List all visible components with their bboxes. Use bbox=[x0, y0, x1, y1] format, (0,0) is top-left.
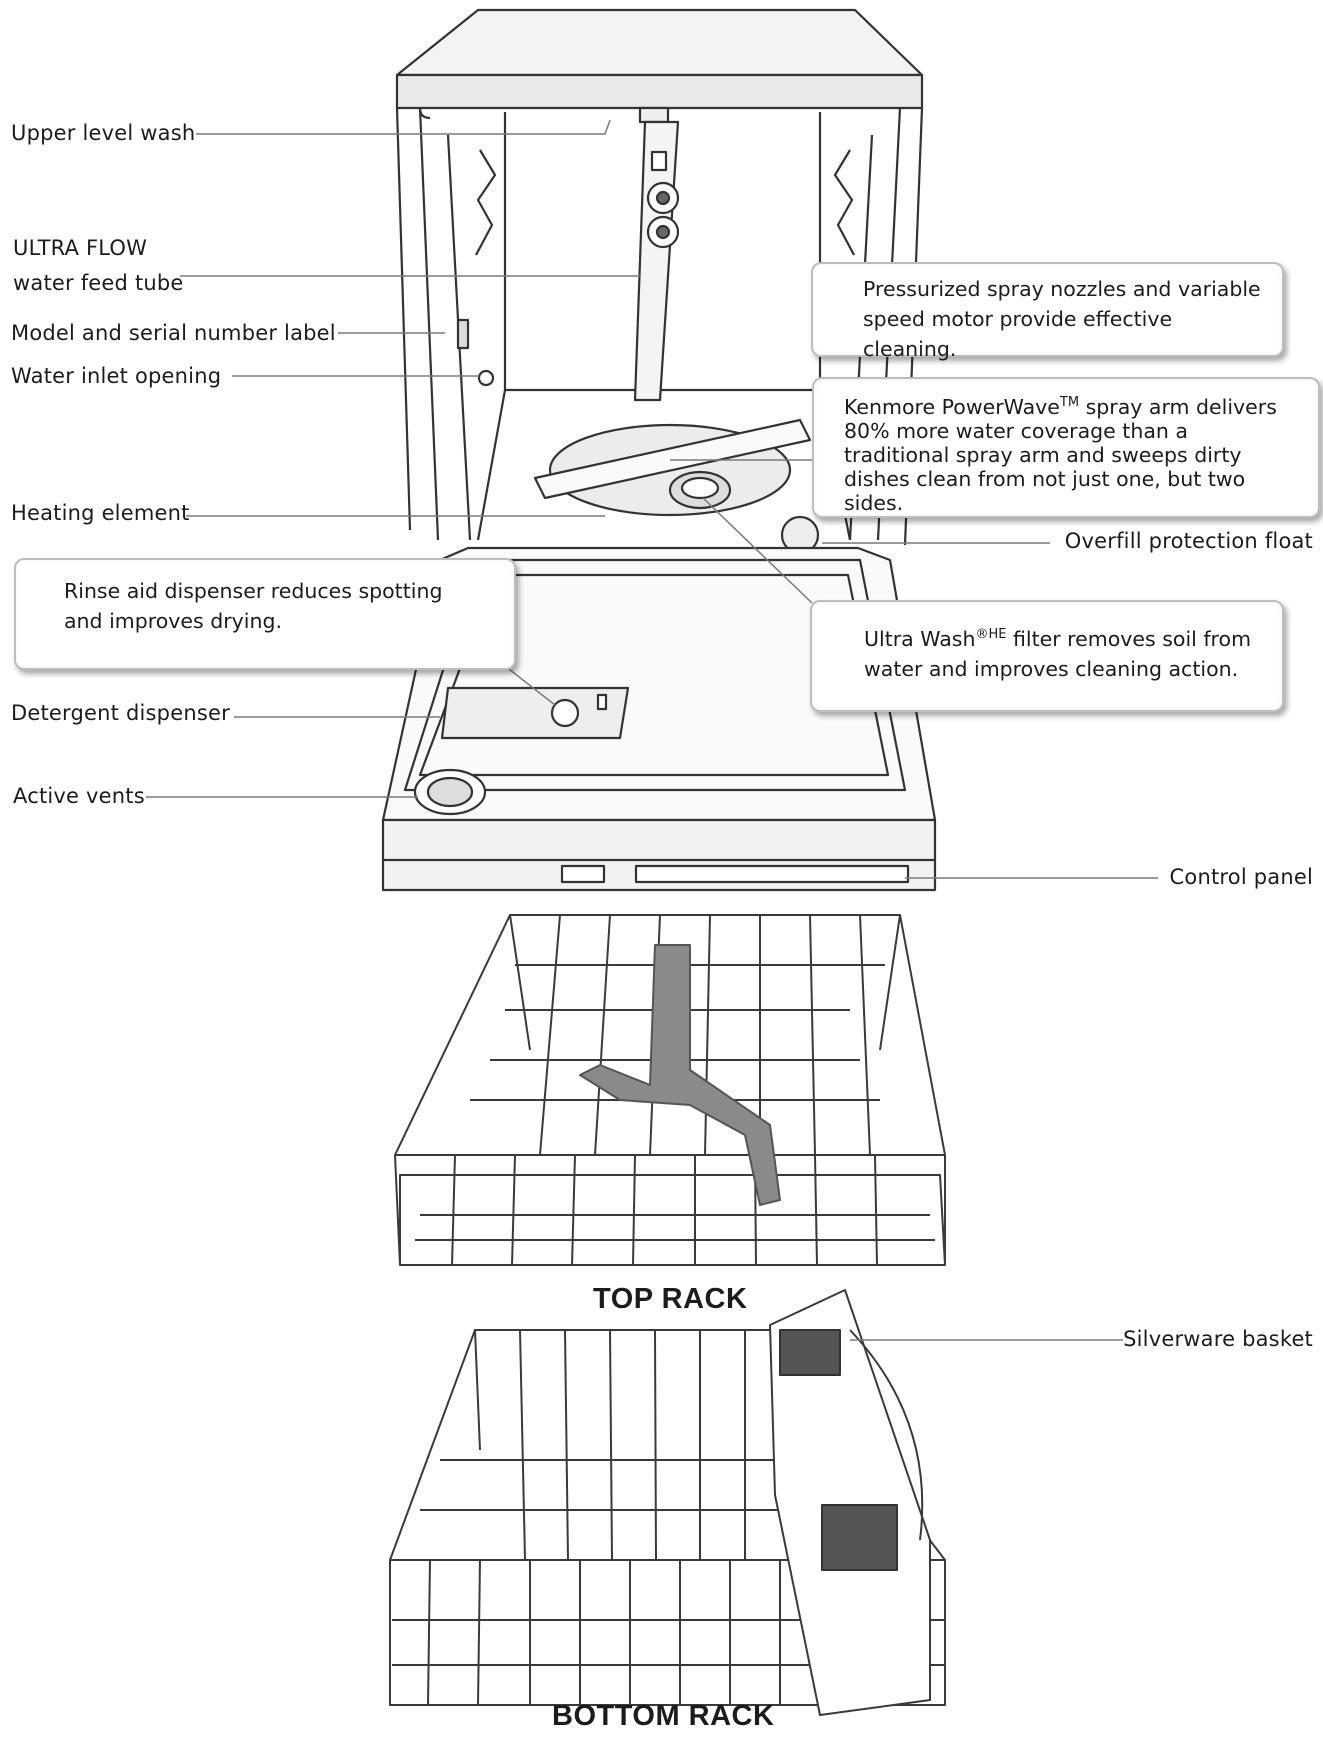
bottom-rack-title: BOTTOM RACK bbox=[552, 1700, 775, 1732]
spray-arm-assembly bbox=[533, 418, 820, 555]
callout-rinse-aid: Rinse aid dispenser reduces spotting and… bbox=[14, 558, 516, 670]
callout-filter-line1: Ultra Wash®HE filter removes soil from bbox=[830, 620, 1264, 654]
bottom-rack bbox=[389, 1289, 946, 1716]
callout-powerwave-line2: 80% more water coverage than a bbox=[844, 418, 1188, 443]
label-silverware-basket: Silverware basket bbox=[1123, 1327, 1313, 1351]
label-control-panel: Control panel bbox=[1169, 865, 1313, 889]
label-upper-level-wash: Upper level wash bbox=[11, 121, 196, 145]
callout-powerwave-line1: Kenmore PowerWaveTM spray arm delivers bbox=[834, 391, 1298, 419]
powerwave-name: Kenmore PowerWave bbox=[844, 394, 1060, 419]
label-model-serial: Model and serial number label bbox=[11, 321, 336, 345]
powerwave-line1-rest: spray arm delivers bbox=[1079, 394, 1277, 419]
label-ultra-flow: ULTRA FLOW bbox=[13, 236, 148, 260]
label-overfill-float: Overfill protection float bbox=[1064, 529, 1313, 553]
top-rack bbox=[394, 914, 946, 1266]
label-water-feed-tube: water feed tube bbox=[13, 271, 184, 295]
ultra-flow-feed-tube bbox=[633, 106, 680, 402]
trademark-mark: TM bbox=[1059, 395, 1080, 410]
callout-rinse-aid-line1: Rinse aid dispenser reduces spotting bbox=[64, 579, 443, 603]
label-active-vents: Active vents bbox=[13, 784, 145, 808]
door bbox=[381, 546, 937, 892]
callout-spray-nozzles-line2: speed motor provide effective cleaning. bbox=[863, 307, 1173, 361]
callout-filter-line2: water and improves cleaning action. bbox=[864, 656, 1239, 681]
callout-spray-nozzles: Pressurized spray nozzles and variable s… bbox=[811, 262, 1284, 361]
registered-mark: ®HE bbox=[975, 627, 1007, 642]
callout-powerwave-line4: dishes clean from not just one, but two … bbox=[844, 466, 1246, 515]
callout-spray-nozzles-line1: Pressurized spray nozzles and variable bbox=[863, 277, 1261, 301]
label-water-inlet: Water inlet opening bbox=[11, 364, 222, 388]
label-heating-element: Heating element bbox=[11, 501, 190, 525]
filter-line1-rest: filter removes soil from bbox=[1006, 626, 1252, 651]
callout-powerwave-line3: traditional spray arm and sweeps dirty bbox=[844, 442, 1242, 467]
callout-filter: Ultra Wash®HE filter removes soil from w… bbox=[810, 600, 1284, 712]
filter-name: Ultra Wash bbox=[864, 626, 976, 651]
top-rack-title: TOP RACK bbox=[593, 1283, 748, 1315]
callout-powerwave: Kenmore PowerWaveTM spray arm delivers 8… bbox=[812, 377, 1320, 518]
cabinet-top bbox=[395, 8, 924, 110]
label-detergent-dispenser: Detergent dispenser bbox=[11, 701, 230, 725]
callout-rinse-aid-line2: and improves drying. bbox=[64, 609, 283, 633]
leader-lines bbox=[146, 119, 1158, 1341]
